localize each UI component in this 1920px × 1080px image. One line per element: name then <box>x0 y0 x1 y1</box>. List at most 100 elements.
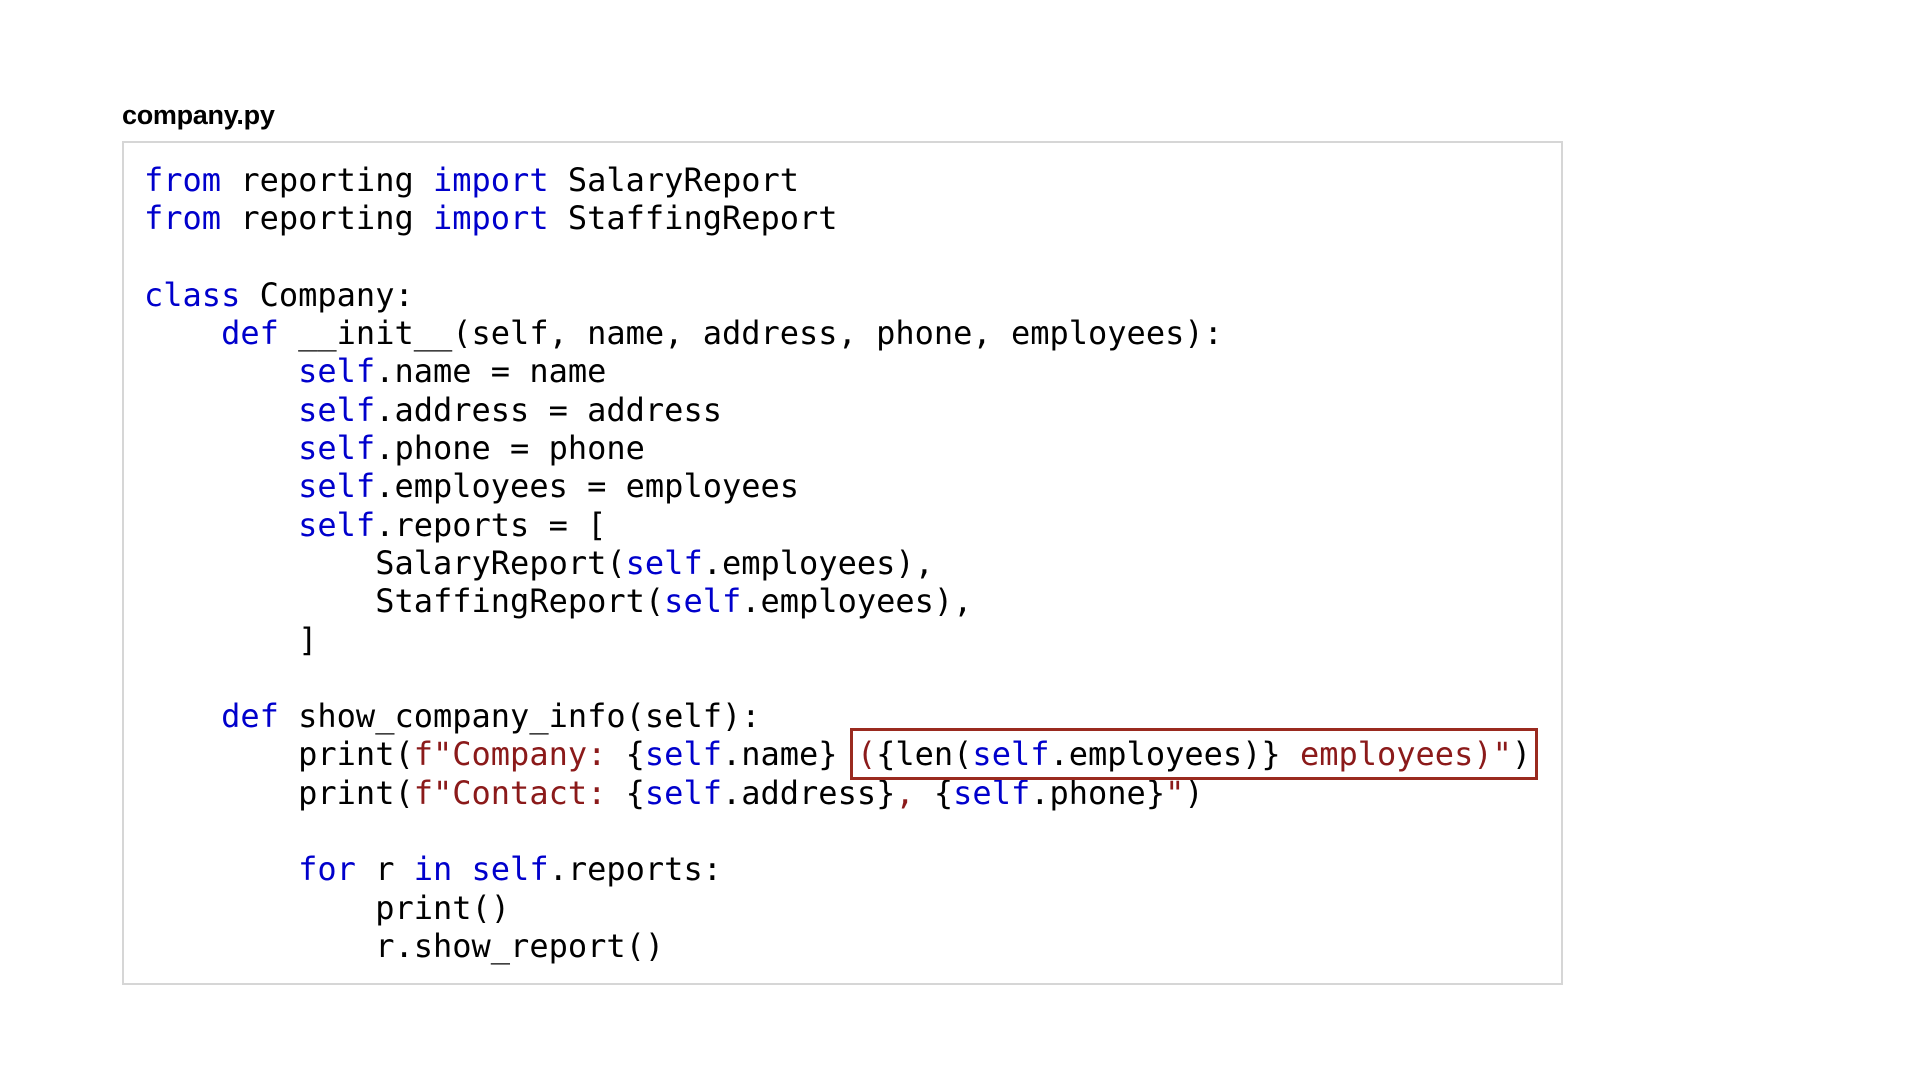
code-text-segment: print() <box>375 888 511 927</box>
code-line: print() <box>144 889 1531 927</box>
keyword: self <box>664 582 742 621</box>
keyword: self <box>298 505 376 544</box>
code-indent <box>144 352 298 390</box>
keyword: import <box>432 161 549 199</box>
code-text-segment: show_company_info(self): <box>278 697 761 736</box>
code-text-segment: {len( <box>876 735 973 774</box>
code-indent <box>144 391 298 429</box>
code-text-segment: .employees)} <box>1049 735 1281 774</box>
code-indent <box>144 314 221 352</box>
keyword: class <box>144 275 241 314</box>
code-text-segment: .name = name <box>375 352 607 391</box>
code-text-segment: ) <box>1184 773 1204 812</box>
code-text-segment <box>452 850 471 888</box>
code-indent <box>144 927 375 965</box>
code-text-segment: ] <box>298 620 318 659</box>
keyword: import <box>432 199 549 238</box>
keyword: for <box>298 850 356 889</box>
code-line: self.employees = employees <box>144 467 1531 505</box>
code-text-segment: .address = address <box>375 390 722 429</box>
code-line: class Company: <box>144 276 1531 314</box>
string-literal: " <box>1165 773 1185 812</box>
code-text-segment: .reports: <box>548 850 722 889</box>
code-indent <box>144 621 298 659</box>
code-text-segment: .phone = phone <box>375 429 645 468</box>
code-text-segment: SalaryReport <box>548 161 800 199</box>
code-line: print(f"Contact: {self.address}, {self.p… <box>144 774 1531 812</box>
code-line: print(f"Company: {self.name} ({len(self.… <box>144 728 1539 781</box>
code-text-segment: .reports = [ <box>375 505 607 544</box>
keyword: def <box>221 697 279 736</box>
code-text-segment: { <box>625 773 645 812</box>
code-indent <box>144 850 298 888</box>
code-line: def __init__(self, name, address, phone,… <box>144 314 1531 352</box>
code-text-segment: .phone} <box>1030 773 1166 812</box>
string-literal: employees)" <box>1280 735 1512 774</box>
string-literal: f"Company: <box>413 735 626 774</box>
code-indent <box>144 467 298 505</box>
code-text-segment: Company: <box>240 275 414 314</box>
code-line: self.address = address <box>144 391 1531 429</box>
keyword: self <box>298 352 376 391</box>
code-line: StaffingReport(self.employees), <box>144 582 1531 620</box>
code-text-segment: .employees), <box>741 582 973 621</box>
code-text-segment: reporting <box>221 199 433 238</box>
keyword: self <box>625 543 703 582</box>
code-text-segment: print( <box>298 735 414 774</box>
keyword: self <box>298 390 376 429</box>
code-text-segment: StaffingReport( <box>375 582 665 621</box>
code-text-segment: .address} <box>721 773 896 812</box>
code-indent <box>144 582 375 620</box>
code-line: self.reports = [ <box>144 506 1531 544</box>
code-text-segment: ) <box>1511 735 1532 774</box>
string-literal: f"Contact: <box>413 773 626 812</box>
code-line-blank <box>144 238 1531 276</box>
code-line: def show_company_info(self): <box>144 697 1531 735</box>
code-text-segment: r <box>355 850 414 889</box>
code-text-segment <box>838 735 857 773</box>
keyword: self <box>953 773 1031 812</box>
keyword: self <box>644 773 722 812</box>
code-text-segment: r.show_report() <box>375 926 665 965</box>
keyword: from <box>144 199 222 238</box>
string-literal: , <box>895 773 934 812</box>
code-indent <box>144 697 221 735</box>
code-text-segment: StaffingReport <box>548 199 838 238</box>
code-line-blank <box>144 812 1531 850</box>
keyword: self <box>471 850 549 889</box>
code-text-segment: reporting <box>221 161 433 199</box>
string-literal: ( <box>856 735 877 774</box>
code-text-segment: { <box>933 773 954 812</box>
code-indent <box>144 544 375 582</box>
keyword: self <box>644 735 722 774</box>
code-indent <box>144 429 298 467</box>
code-text-segment: .employees = employees <box>375 467 800 506</box>
code-text-segment: SalaryReport( <box>375 543 626 582</box>
code-line-blank <box>144 659 1531 697</box>
keyword: from <box>144 161 222 199</box>
code-text-segment: __init__(self, name, address, phone, emp… <box>278 314 1223 353</box>
keyword: self <box>972 735 1050 774</box>
keyword: def <box>221 314 279 353</box>
code-line: for r in self.reports: <box>144 850 1531 888</box>
code-line: SalaryReport(self.employees), <box>144 544 1531 582</box>
code-line: from reporting import StaffingReport <box>144 199 1531 237</box>
code-text-segment: print( <box>298 773 414 812</box>
code-text-segment: .employees), <box>702 543 934 582</box>
code-indent <box>144 735 298 773</box>
code-line: from reporting import SalaryReport <box>144 161 1531 199</box>
keyword: self <box>298 429 376 468</box>
code-indent <box>144 889 375 927</box>
code-line: r.show_report() <box>144 927 1531 965</box>
code-indent <box>144 774 298 812</box>
code-indent <box>144 506 298 544</box>
code-line: self.name = name <box>144 352 1531 390</box>
keyword: in <box>413 850 453 889</box>
keyword: self <box>298 467 376 506</box>
code-text-segment: { <box>625 735 645 774</box>
highlighted-code-annotation: ({len(self.employees)} employees)") <box>849 728 1539 781</box>
file-title: company.py <box>122 100 275 130</box>
code-text-segment: .name} <box>721 735 838 774</box>
